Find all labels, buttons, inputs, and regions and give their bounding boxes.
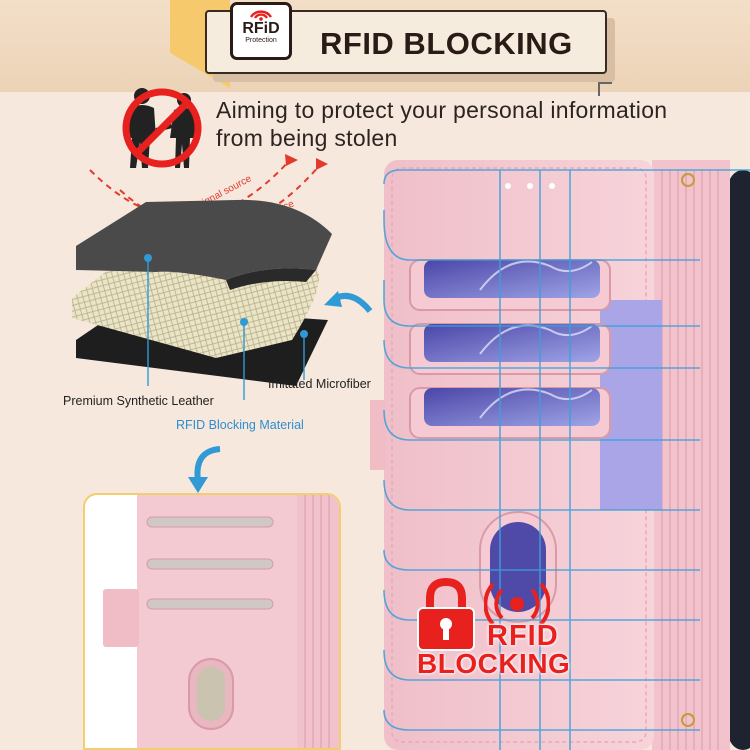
top-layer xyxy=(76,199,332,280)
label-premium-leather: Premium Synthetic Leather xyxy=(63,394,214,408)
badge-title: RFiD xyxy=(242,20,280,37)
label-rfid-material: RFID Blocking Material xyxy=(176,418,304,432)
phone-case-illustration xyxy=(370,160,750,750)
curved-arrow-icon xyxy=(324,291,373,313)
no-pickpocket-icon xyxy=(122,88,202,168)
signal-broadcast-icon xyxy=(484,582,550,624)
aim-text-line-1: Aiming to protect your personal informat… xyxy=(216,97,668,123)
aim-text: Aiming to protect your personal informat… xyxy=(216,96,716,152)
label-microfiber: Imitated Microfiber xyxy=(268,377,371,391)
rfid-protection-badge: RFiD Protection xyxy=(230,2,292,60)
rfid-sticker-line-2: BLOCKING xyxy=(417,648,571,679)
curved-arrow-down-icon xyxy=(188,446,221,493)
inset-wallet-illustration xyxy=(103,495,339,748)
banner-title: RFID BLOCKING xyxy=(320,26,573,61)
rfid-sticker-line-1: RFID xyxy=(487,620,559,652)
corner-mark xyxy=(598,82,612,96)
inset-wallet-view xyxy=(83,493,341,750)
rfid-wave-icon xyxy=(250,10,272,21)
aim-text-line-2: from being stolen xyxy=(216,125,398,151)
badge-subtitle: Protection xyxy=(245,37,277,44)
padlock-icon xyxy=(417,578,475,651)
layer-stack xyxy=(72,199,332,400)
